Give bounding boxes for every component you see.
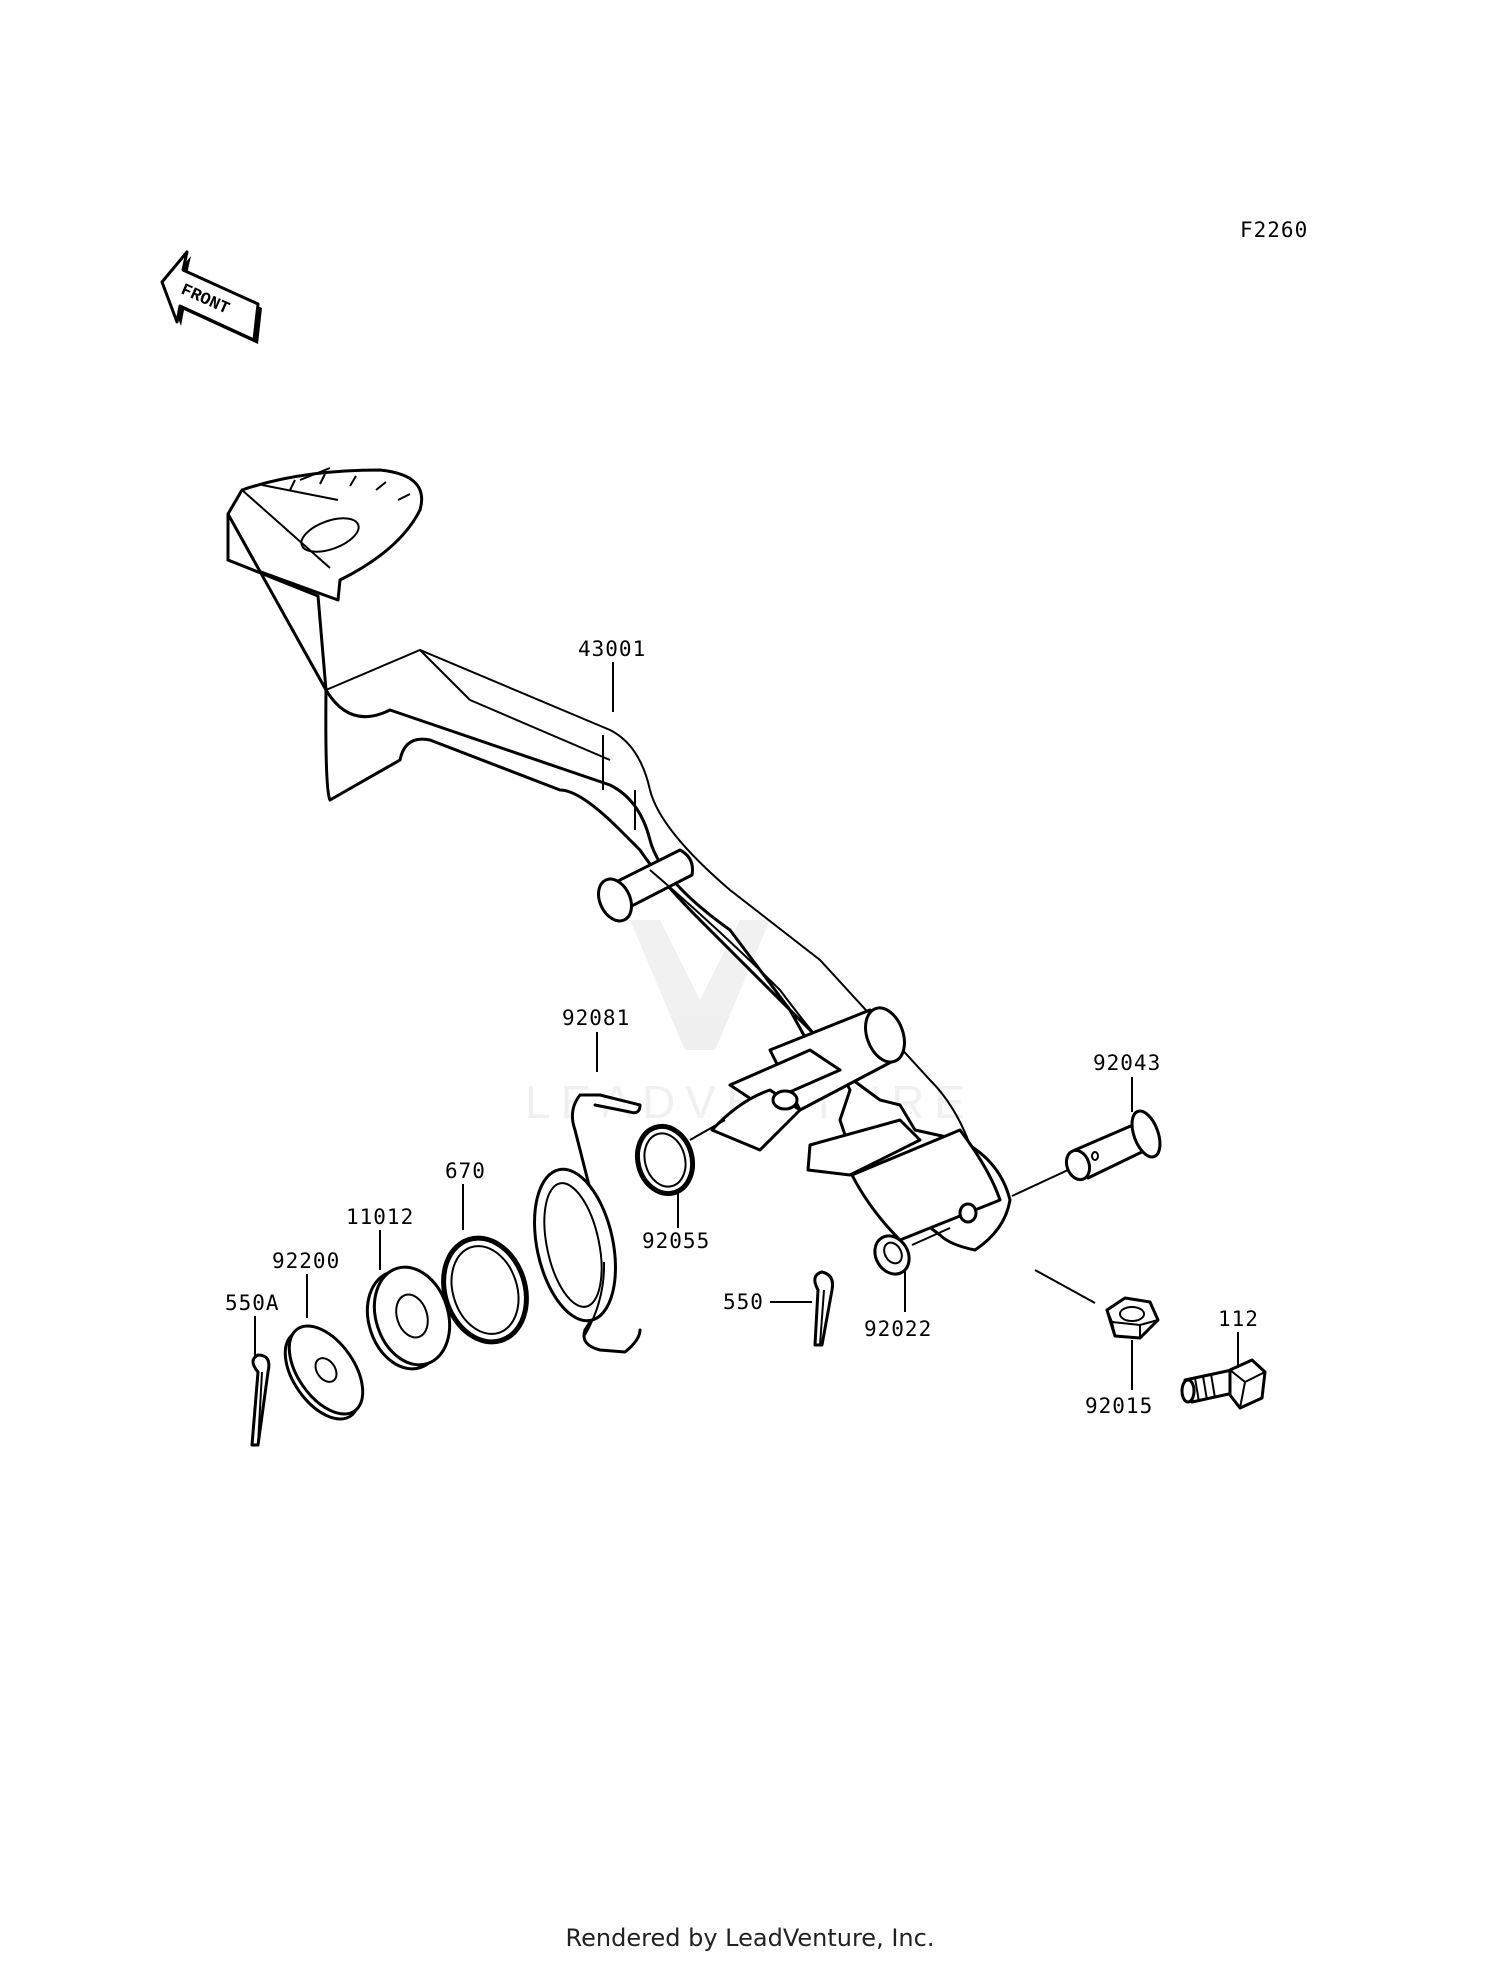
label-11012: 11012 xyxy=(346,1205,414,1229)
label-112: 112 xyxy=(1218,1307,1259,1331)
label-670: 670 xyxy=(445,1159,486,1183)
brake-pedal-43001 xyxy=(226,467,1012,1252)
cotter-pin-550A xyxy=(250,1353,271,1447)
label-43001: 43001 xyxy=(578,637,646,661)
clevis-pin-92043 xyxy=(1064,1109,1162,1182)
washer-92200 xyxy=(283,1324,365,1421)
label-92055: 92055 xyxy=(642,1229,710,1253)
spring-92081 xyxy=(533,1093,642,1354)
washer-92022 xyxy=(873,1234,911,1276)
o-ring-92055 xyxy=(634,1123,696,1197)
front-arrow-icon: FRONT xyxy=(160,250,262,344)
figure-code: F2260 xyxy=(1240,218,1308,242)
cotter-pin-550 xyxy=(813,1270,834,1347)
bolt-112 xyxy=(1180,1358,1267,1410)
label-92043: 92043 xyxy=(1093,1051,1161,1075)
label-550A: 550A xyxy=(225,1291,280,1315)
label-92081: 92081 xyxy=(562,1006,630,1030)
washer-11012 xyxy=(365,1265,452,1371)
nut-92015 xyxy=(1105,1296,1160,1340)
label-550: 550 xyxy=(723,1290,764,1314)
label-92015: 92015 xyxy=(1085,1394,1153,1418)
label-92200: 92200 xyxy=(272,1249,340,1273)
footer-credit: Rendered by LeadVenture, Inc. xyxy=(565,1924,935,1952)
label-92022: 92022 xyxy=(864,1317,932,1341)
